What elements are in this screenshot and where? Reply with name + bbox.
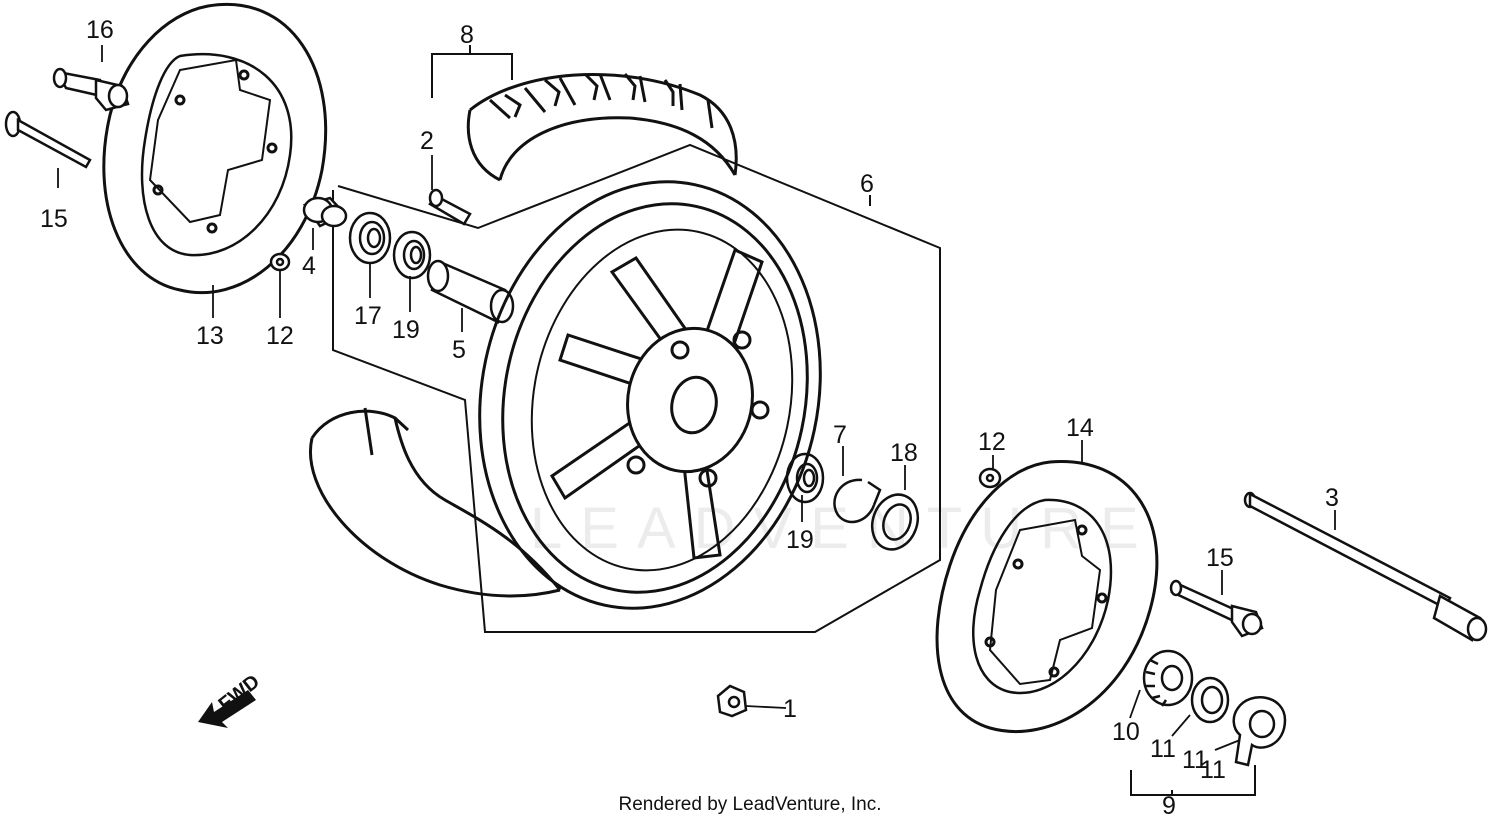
brake-disc-right bbox=[935, 460, 1159, 734]
callout-12-left: 12 bbox=[266, 322, 294, 350]
leader-lines bbox=[57, 45, 1336, 751]
axle-3 bbox=[1243, 491, 1488, 642]
callout-19-left: 19 bbox=[392, 316, 420, 344]
valve-2 bbox=[428, 188, 472, 226]
callout-18: 18 bbox=[890, 439, 918, 467]
callout-2: 2 bbox=[420, 127, 434, 155]
washer-12-left bbox=[269, 252, 291, 272]
callout-3: 3 bbox=[1325, 484, 1339, 512]
speedometer-gearbox bbox=[1232, 696, 1287, 767]
seal-18 bbox=[870, 493, 920, 551]
callout-12-right: 12 bbox=[978, 428, 1006, 456]
callout-17: 17 bbox=[354, 302, 382, 330]
callout-7: 7 bbox=[833, 421, 847, 449]
wheel-rim-6 bbox=[478, 180, 822, 610]
callout-11-c: 11 bbox=[1200, 756, 1226, 784]
group-bracket-lines bbox=[332, 45, 1256, 796]
callout-19-right: 19 bbox=[786, 526, 814, 554]
callout-15-left: 15 bbox=[40, 205, 68, 233]
callout-15-right: 15 bbox=[1206, 544, 1234, 572]
spacer-4 bbox=[302, 196, 348, 228]
callout-11-b: 11 bbox=[1182, 746, 1208, 774]
washer-12-right bbox=[978, 467, 1002, 489]
callout-numbers: 1 2 3 4 5 6 7 8 9 10 11 11 11 12 12 13 1… bbox=[40, 16, 1339, 820]
bearing-19-right bbox=[785, 452, 825, 504]
callout-4: 4 bbox=[302, 252, 316, 280]
forward-direction-indicator: FWD bbox=[198, 671, 264, 728]
bolt-16 bbox=[52, 67, 130, 112]
callout-13: 13 bbox=[196, 322, 224, 350]
callout-10: 10 bbox=[1112, 718, 1140, 746]
footer-credit: Rendered by LeadVenture, Inc. bbox=[618, 794, 882, 815]
callout-14: 14 bbox=[1066, 414, 1094, 442]
speedometer-gear-10 bbox=[1142, 649, 1194, 707]
retainer-11 bbox=[1190, 676, 1230, 724]
callout-16: 16 bbox=[86, 16, 114, 44]
watermark: LEADVENTURE bbox=[530, 496, 1157, 561]
brake-disc-left bbox=[102, 2, 328, 295]
tire-lower-section bbox=[309, 407, 562, 598]
callout-5: 5 bbox=[452, 336, 466, 364]
circlip-7 bbox=[833, 478, 882, 524]
tire-8 bbox=[466, 72, 738, 182]
nut-1 bbox=[716, 684, 748, 718]
callout-11-a: 11 bbox=[1150, 735, 1176, 763]
callout-6: 6 bbox=[860, 170, 874, 198]
bolt-15-right bbox=[1169, 579, 1264, 638]
bolt-15-left bbox=[4, 110, 92, 169]
dust-seal-17 bbox=[348, 211, 392, 265]
bearing-19-left bbox=[392, 230, 432, 280]
callout-9: 9 bbox=[1162, 792, 1176, 820]
callout-8: 8 bbox=[460, 21, 474, 49]
callout-1: 1 bbox=[783, 695, 797, 723]
